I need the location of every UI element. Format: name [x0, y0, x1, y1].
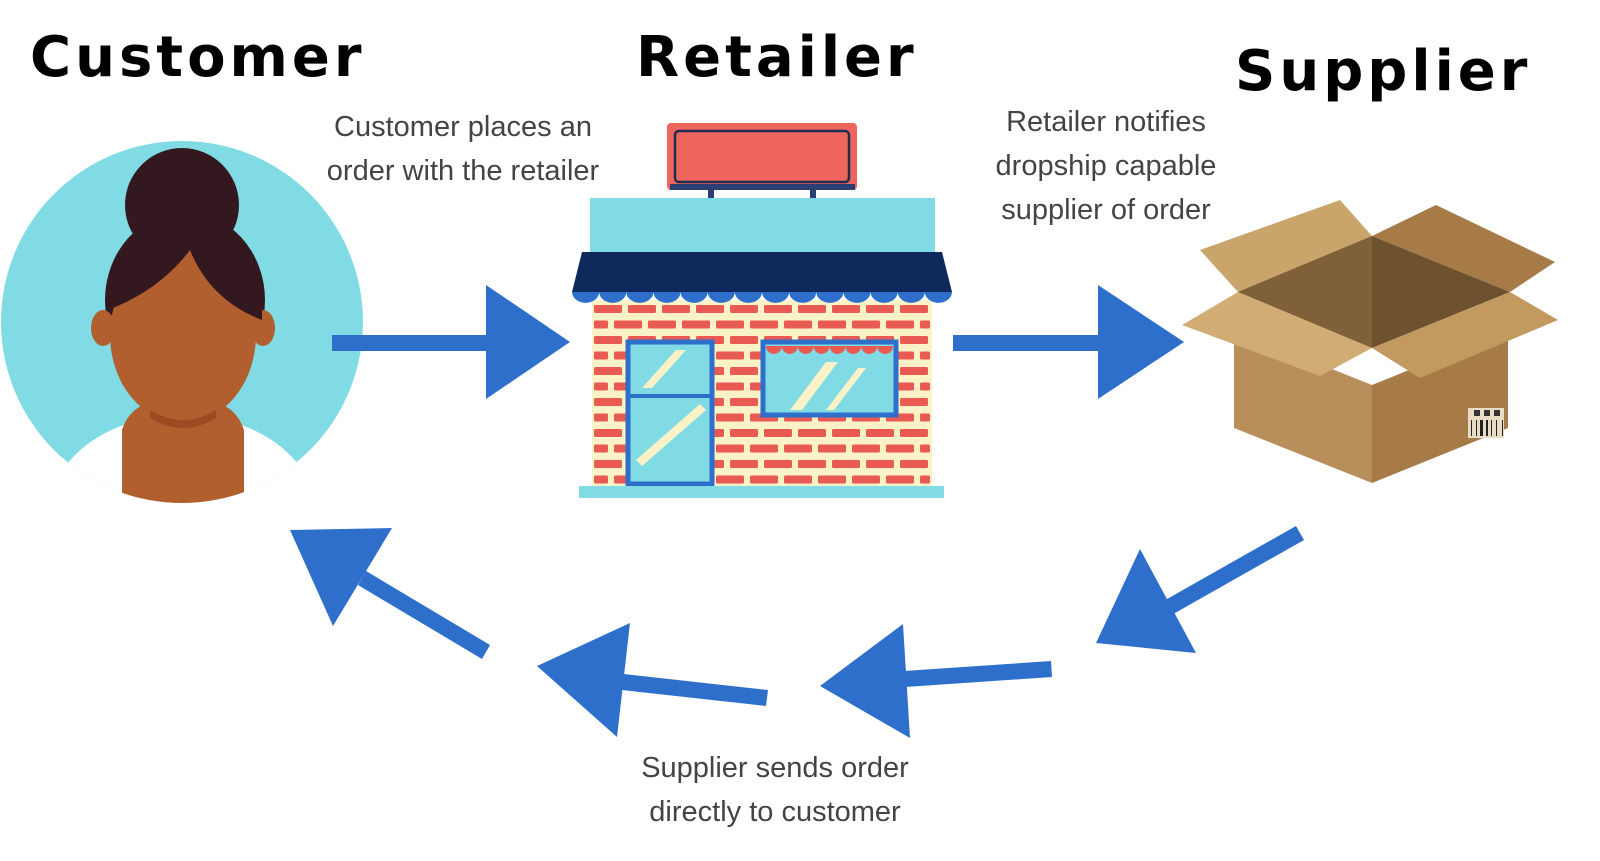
- caption-line: Retailer notifies: [1006, 106, 1206, 138]
- woman-avatar-icon: [1, 141, 363, 503]
- caption-line: Customer places an: [334, 111, 592, 143]
- arrow-supplier-down: [1096, 526, 1304, 653]
- step-caption-supplier-notified: Retailer notifies dropship capable suppl…: [966, 100, 1246, 232]
- storefront-icon: [572, 123, 952, 498]
- supplier-title: Supplier: [1235, 39, 1532, 104]
- arrow-retailer-to-supplier: [953, 285, 1184, 399]
- retailer-title: Retailer: [636, 25, 918, 90]
- caption-line: Supplier sends order: [641, 752, 909, 784]
- caption-line: directly to customer: [649, 796, 901, 828]
- arrow-to-customer: [290, 528, 490, 659]
- arrow-customer-to-retailer: [332, 285, 570, 399]
- arrow-return-right: [820, 624, 1052, 738]
- customer-title: Customer: [30, 25, 366, 90]
- caption-line: dropship capable: [995, 150, 1217, 182]
- step-caption-order-shipped: Supplier sends order directly to custome…: [615, 746, 935, 834]
- cardboard-box-icon: [1182, 200, 1558, 483]
- caption-line: order with the retailer: [326, 155, 600, 187]
- step-caption-order-placed: Customer places an order with the retail…: [303, 105, 623, 193]
- arrow-return-left: [537, 623, 768, 737]
- barcode-label: [1468, 408, 1504, 438]
- caption-line: supplier of order: [1001, 194, 1211, 226]
- flow-arrows: [290, 285, 1304, 738]
